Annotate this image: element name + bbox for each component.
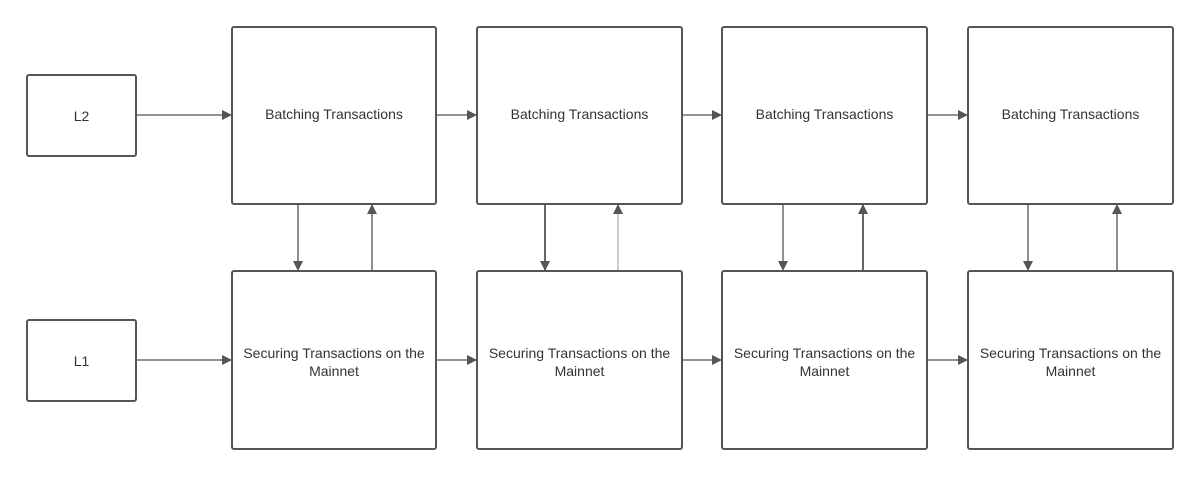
securing-label: Securing Transactions on the Mainnet xyxy=(488,345,671,379)
securing-label: Securing Transactions on the Mainnet xyxy=(733,345,916,379)
batching-box-2: Batching Transactions xyxy=(476,26,683,205)
layer-l1-box: L1 xyxy=(26,319,137,402)
securing-box-1: Securing Transactions on the Mainnet xyxy=(231,270,437,450)
securing-box-2: Securing Transactions on the Mainnet xyxy=(476,270,683,450)
batching-box-1: Batching Transactions xyxy=(231,26,437,205)
securing-label: Securing Transactions on the Mainnet xyxy=(243,345,425,379)
batching-label: Batching Transactions xyxy=(1001,106,1140,122)
securing-box-4: Securing Transactions on the Mainnet xyxy=(967,270,1174,450)
batching-box-3: Batching Transactions xyxy=(721,26,928,205)
batching-label: Batching Transactions xyxy=(265,106,403,122)
batching-label: Batching Transactions xyxy=(755,106,894,122)
batching-box-4: Batching Transactions xyxy=(967,26,1174,205)
layer-l2-box: L2 xyxy=(26,74,137,157)
securing-box-3: Securing Transactions on the Mainnet xyxy=(721,270,928,450)
securing-label: Securing Transactions on the Mainnet xyxy=(979,345,1162,379)
layer-l2-label: L2 xyxy=(73,107,90,124)
batching-label: Batching Transactions xyxy=(510,106,649,122)
layer-l1-label: L1 xyxy=(73,352,90,369)
